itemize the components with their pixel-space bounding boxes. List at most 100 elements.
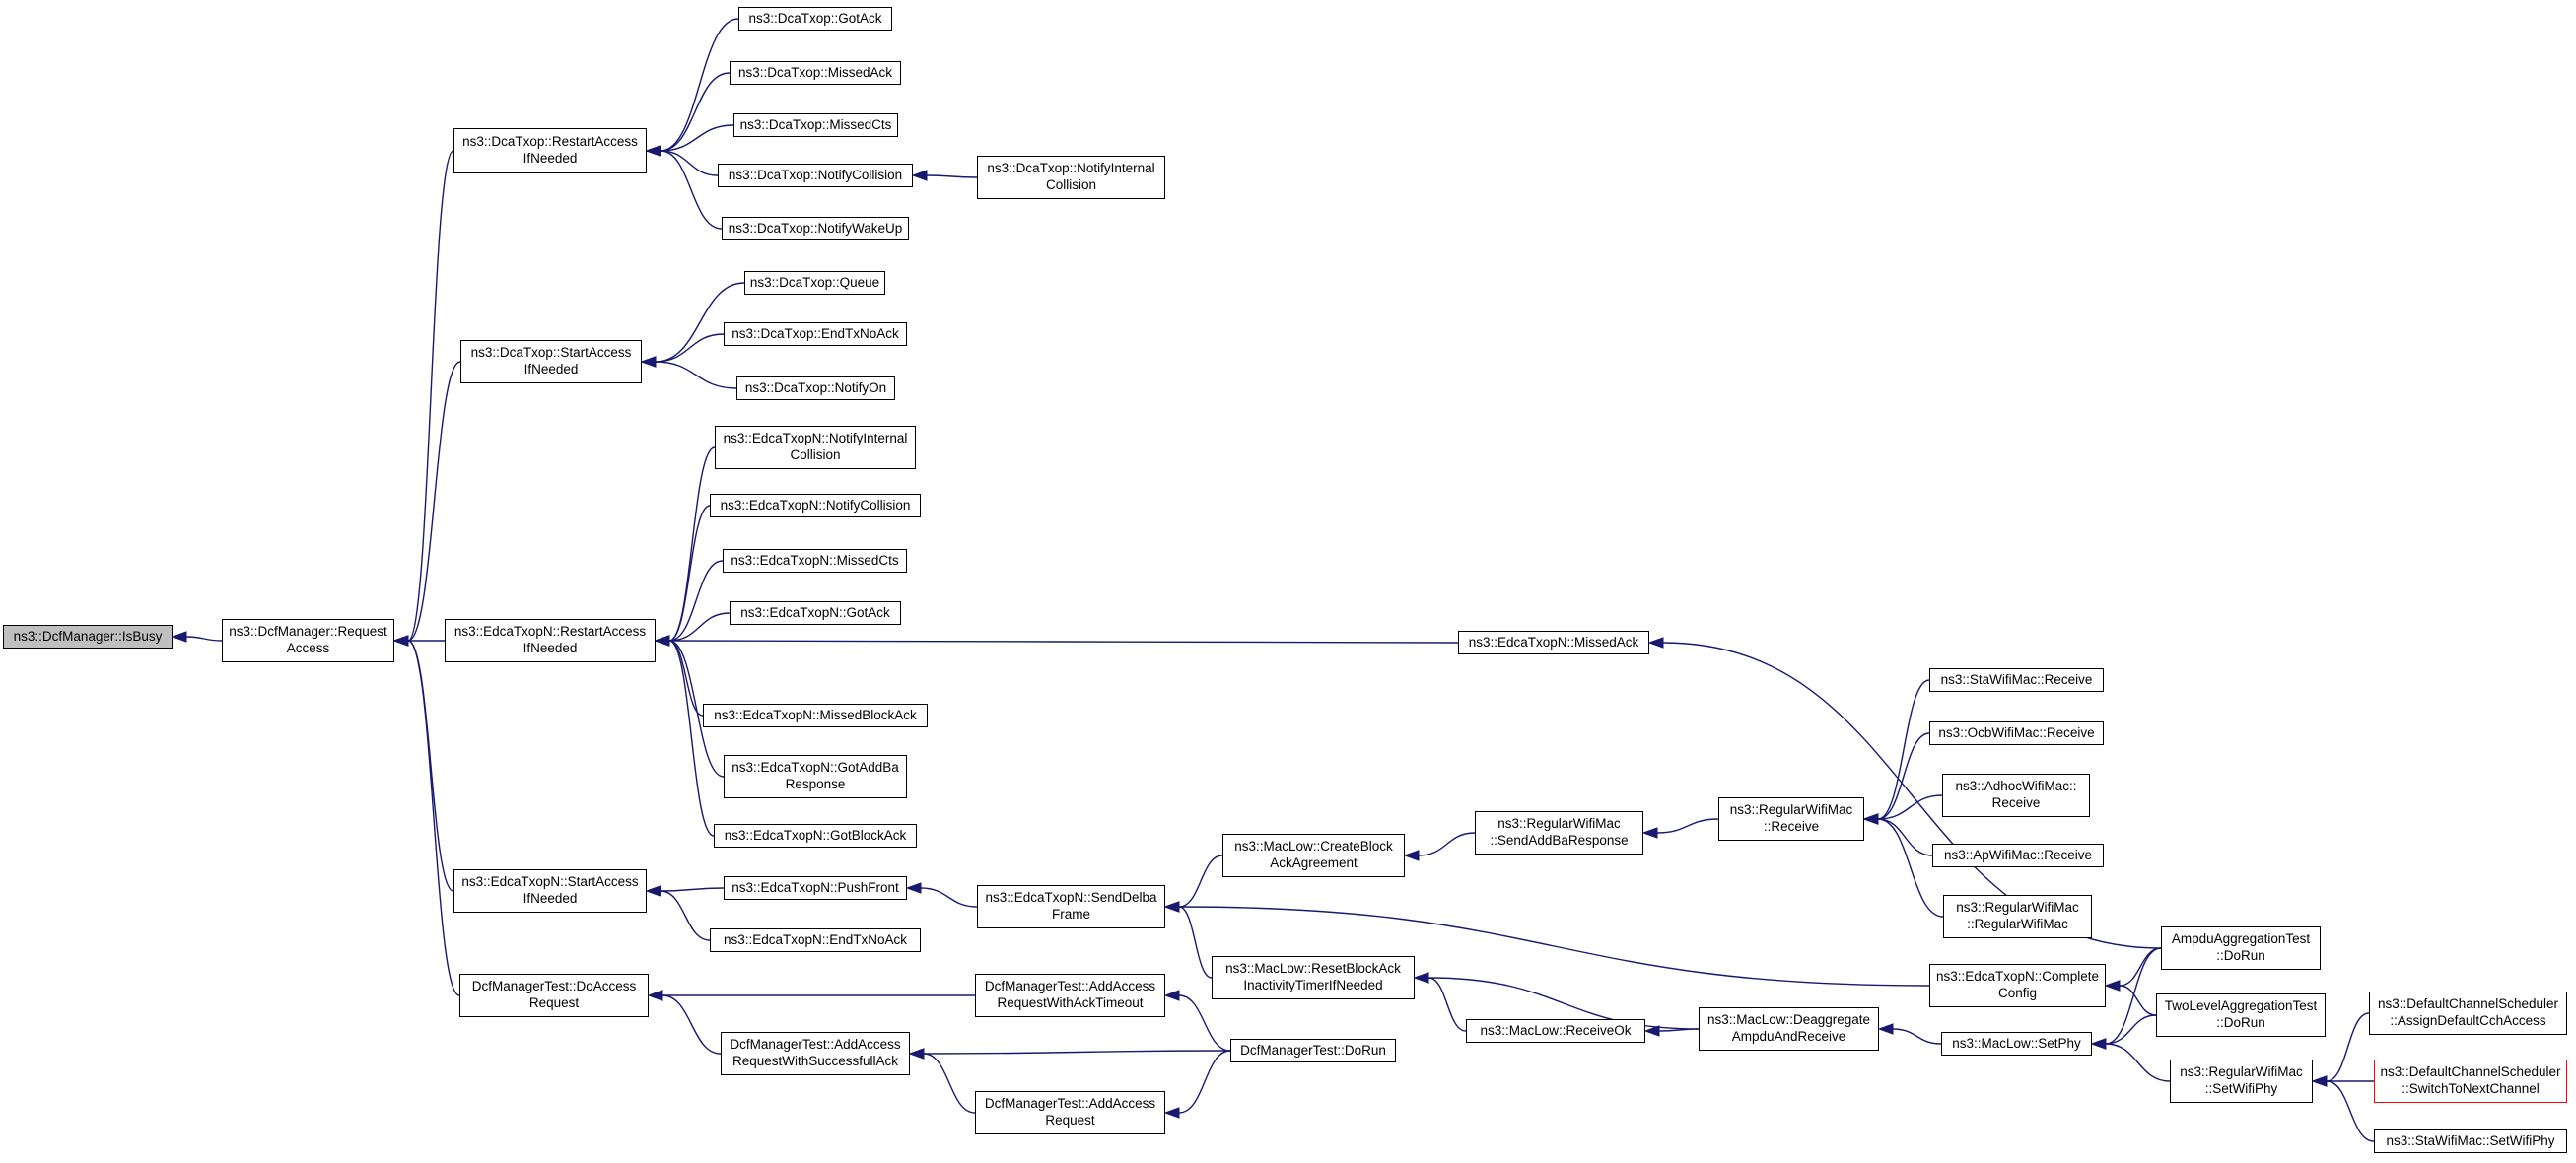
node-rwm-receive[interactable]: ns3::RegularWifiMac::Receive bbox=[1718, 797, 1864, 841]
node-label-line: DcfManagerTest::AddAccess bbox=[984, 1096, 1156, 1112]
edge-dca_notifywake-to-dca_restart bbox=[660, 150, 723, 230]
edge-mac_deagg-to-mac_receiveok bbox=[1658, 1028, 1700, 1032]
edge-ampdu_dorun-to-mac_setphy bbox=[2105, 947, 2162, 1045]
node-dca-queue[interactable]: ns3::DcaTxop::Queue bbox=[744, 271, 885, 295]
node-edca-notifycoll[interactable]: ns3::EdcaTxopN::NotifyCollision bbox=[710, 494, 921, 517]
edge-dcfm_dorun-to-dcfm_addsuccess bbox=[923, 1050, 1231, 1055]
edge-dca_queue-to-dca_startaccess bbox=[655, 282, 745, 363]
node-label-line: Request bbox=[1045, 1113, 1095, 1128]
node-label-line: ns3::DcfManager::IsBusy bbox=[13, 628, 163, 644]
node-rwm-ctor[interactable]: ns3::RegularWifiMac::RegularWifiMac bbox=[1943, 895, 2092, 938]
node-mac-receiveok[interactable]: ns3::MacLow::ReceiveOk bbox=[1466, 1019, 1645, 1043]
node-edca-endtxnoack[interactable]: ns3::EdcaTxopN::EndTxNoAck bbox=[710, 928, 921, 952]
node-dca-gotack[interactable]: ns3::DcaTxop::GotAck bbox=[738, 7, 892, 31]
edge-ampdu_dorun-to-edca_complete bbox=[2119, 947, 2162, 987]
node-label-line: ns3::MacLow::SetPhy bbox=[1952, 1035, 2081, 1051]
node-ampdu-dorun[interactable]: AmpduAggregationTest::DoRun bbox=[2161, 926, 2321, 970]
node-edca-gotblockack[interactable]: ns3::EdcaTxopN::GotBlockAck bbox=[714, 824, 917, 848]
node-ap-receive[interactable]: ns3::ApWifiMac::Receive bbox=[1932, 844, 2104, 867]
node-label-line: ns3::RegularWifiMac bbox=[1729, 802, 1853, 818]
edge-arrowhead bbox=[640, 356, 657, 368]
edge-arrowhead bbox=[654, 635, 670, 647]
node-label-line: ns3::StaWifiMac::SetWifiPhy bbox=[2386, 1132, 2555, 1148]
node-dca-missedack[interactable]: ns3::DcaTxop::MissedAck bbox=[730, 61, 901, 85]
node-label-line: ns3::MacLow::Deaggregate bbox=[1706, 1012, 1871, 1028]
node-twolevel-dorun[interactable]: TwoLevelAggregationTest::DoRun bbox=[2156, 993, 2326, 1037]
node-isbusy: ns3::DcfManager::IsBusy bbox=[3, 625, 173, 649]
node-label-line: ns3::DcaTxop::NotifyOn bbox=[744, 379, 887, 395]
node-label-line: AmpduAndReceive bbox=[1731, 1029, 1846, 1044]
node-sta-receive[interactable]: ns3::StaWifiMac::Receive bbox=[1929, 668, 2104, 692]
edge-rwm_sendaddba-to-mac_createblock bbox=[1418, 832, 1476, 856]
edge-arrowhead bbox=[911, 170, 928, 181]
node-label-line: Config bbox=[1997, 986, 2038, 1000]
node-label-line: ::RegularWifiMac bbox=[1967, 917, 2068, 931]
node-label-line: ns3::EdcaTxopN::NotifyInternal bbox=[723, 431, 908, 446]
node-label-line: AmpduAggregationTest bbox=[2171, 931, 2311, 947]
node-label-line: ns3::EdcaTxopN::StartAccess bbox=[461, 874, 639, 890]
node-label-line: ns3::EdcaTxopN::GotAck bbox=[740, 604, 890, 620]
edge-dcfm_dorun-to-dcfm_addreq bbox=[1178, 1050, 1231, 1114]
node-label-line: ns3::DcfManager::Request bbox=[229, 624, 387, 640]
edge-edca_missedblockack-to-edca_restart bbox=[668, 640, 704, 717]
node-label-line: ns3::ApWifiMac::Receive bbox=[1943, 847, 2093, 862]
node-label-line: ns3::DcaTxop::MissedCts bbox=[739, 116, 892, 132]
node-label-line: ns3::DcaTxop::EndTxNoAck bbox=[731, 325, 899, 341]
node-label-line: ns3::RegularWifiMac bbox=[1497, 816, 1621, 832]
node-dca-missedcts[interactable]: ns3::DcaTxop::MissedCts bbox=[733, 113, 898, 137]
node-label-line: ns3::MacLow::CreateBlock bbox=[1234, 839, 1393, 855]
node-edca-missedcts[interactable]: ns3::EdcaTxopN::MissedCts bbox=[723, 549, 907, 573]
node-dcs-switch[interactable]: ns3::DefaultChannelScheduler::SwitchToNe… bbox=[2374, 1060, 2567, 1103]
edge-dca_notifyon-to-dca_startaccess bbox=[655, 361, 737, 389]
node-dca-endtxnoack[interactable]: ns3::DcaTxop::EndTxNoAck bbox=[724, 322, 907, 346]
node-label-line: ns3::EdcaTxopN::MissedCts bbox=[731, 552, 899, 568]
node-rwm-sendaddba[interactable]: ns3::RegularWifiMac::SendAddBaResponse bbox=[1475, 811, 1643, 855]
edge-mac_createblock-to-edca_senddelba bbox=[1178, 855, 1223, 908]
node-dca-notifyon[interactable]: ns3::DcaTxop::NotifyOn bbox=[736, 376, 895, 400]
node-dca-notifywake[interactable]: ns3::DcaTxop::NotifyWakeUp bbox=[722, 217, 909, 240]
edge-arrowhead bbox=[1163, 990, 1180, 1001]
node-label-line: ::SetWifiPhy bbox=[2204, 1081, 2278, 1096]
node-edca-pushfront[interactable]: ns3::EdcaTxopN::PushFront bbox=[724, 876, 907, 900]
edge-dca_startaccess-to-reqaccess bbox=[407, 361, 461, 642]
node-dcs-assign[interactable]: ns3::DefaultChannelScheduler::AssignDefa… bbox=[2369, 992, 2567, 1035]
node-dcfm-dorun[interactable]: DcfManagerTest::DoRun bbox=[1230, 1039, 1396, 1062]
node-label-line: RequestWithSuccessfullAck bbox=[731, 1054, 899, 1068]
node-label-line: DcfManagerTest::AddAccess bbox=[730, 1037, 901, 1053]
node-label-line: ns3::EdcaTxopN::MissedAck bbox=[1468, 634, 1639, 650]
node-ocb-receive[interactable]: ns3::OcbWifiMac::Receive bbox=[1929, 721, 2104, 745]
node-dca-notifycoll[interactable]: ns3::DcaTxop::NotifyCollision bbox=[718, 164, 913, 187]
node-label-line: ns3::EdcaTxopN::NotifyCollision bbox=[720, 497, 911, 513]
node-adhoc-receive[interactable]: ns3::AdhocWifiMac::Receive bbox=[1942, 774, 2090, 817]
node-sta-setwifiphy[interactable]: ns3::StaWifiMac::SetWifiPhy bbox=[2374, 1129, 2567, 1153]
node-label-line: ns3::DcaTxop::NotifyWakeUp bbox=[728, 220, 903, 236]
node-mac-setphy[interactable]: ns3::MacLow::SetPhy bbox=[1941, 1032, 2092, 1056]
edge-mac_setphy-to-mac_deagg bbox=[1892, 1028, 1942, 1045]
node-rwm-setwifiphy[interactable]: ns3::RegularWifiMac::SetWifiPhy bbox=[2170, 1060, 2313, 1103]
node-edca-gotack[interactable]: ns3::EdcaTxopN::GotAck bbox=[730, 601, 901, 625]
node-label-line: ns3::EdcaTxopN::PushFront bbox=[731, 879, 899, 895]
node-label-line: Frame bbox=[1051, 907, 1090, 922]
node-edca-missedack[interactable]: ns3::EdcaTxopN::MissedAck bbox=[1458, 631, 1649, 654]
node-label-line: ns3::RegularWifiMac bbox=[1956, 900, 2079, 916]
edge-edca_pushfront-to-edca_startaccess bbox=[660, 887, 725, 892]
node-edca-missedblockack[interactable]: ns3::EdcaTxopN::MissedBlockAck bbox=[703, 704, 928, 727]
